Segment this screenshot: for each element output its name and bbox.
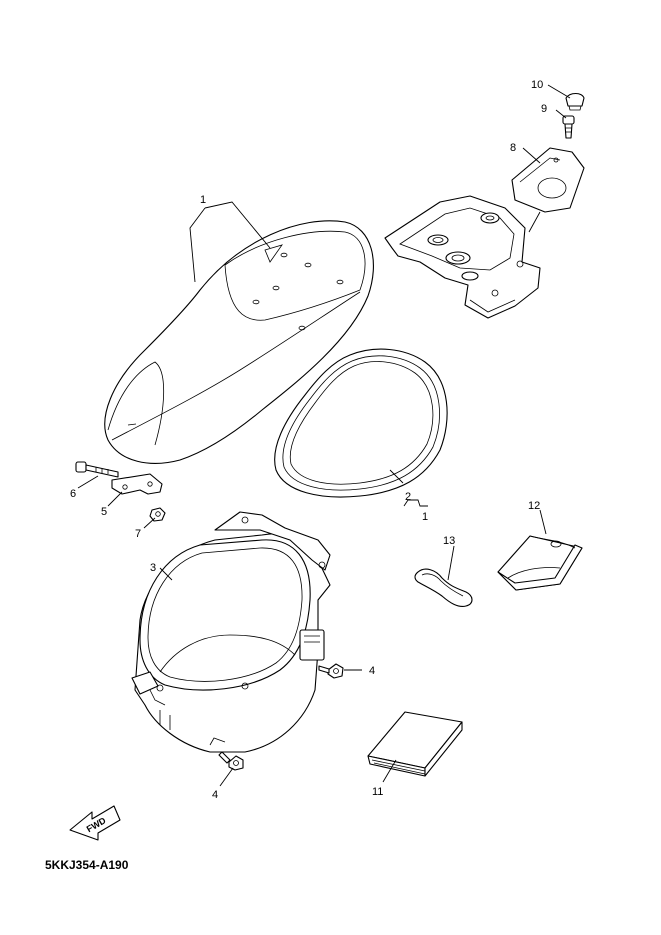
rear-carrier-part[interactable] xyxy=(384,195,541,319)
callout-3: 3 xyxy=(150,562,156,574)
callout-10: 10 xyxy=(531,79,543,91)
screw-lower-part[interactable] xyxy=(218,751,244,771)
carrier-plate-part[interactable] xyxy=(511,147,585,213)
callout-9: 9 xyxy=(541,103,547,115)
document-pouch-part[interactable] xyxy=(497,535,583,591)
callout-8: 8 xyxy=(510,142,516,154)
seat-part[interactable] xyxy=(104,220,374,464)
callout-6: 6 xyxy=(70,488,76,500)
callout-4-lower: 4 xyxy=(212,789,218,801)
callout-2-sub: 1 xyxy=(422,511,428,523)
gasket-part[interactable] xyxy=(274,348,448,498)
diagram-code: 5KKJ354-A190 xyxy=(45,858,129,872)
carrier-bolt-part[interactable] xyxy=(562,115,575,139)
carrier-guide-line xyxy=(528,211,541,233)
callout-labels: 1 2 1 3 4 4 5 6 7 8 9 10 11 12 13 xyxy=(70,79,547,801)
rubber-band-part[interactable] xyxy=(414,568,473,607)
callout-4-upper: 4 xyxy=(369,665,375,677)
screw-upper-part[interactable] xyxy=(318,663,344,679)
owners-manual-part[interactable] xyxy=(367,711,463,777)
forward-direction-arrow: FWD xyxy=(69,805,121,841)
hinge-bolt-part[interactable] xyxy=(75,461,119,478)
callout-7: 7 xyxy=(135,528,141,540)
hinge-nut-part[interactable] xyxy=(149,507,166,522)
seat-hinge-part[interactable] xyxy=(111,473,163,495)
callout-13: 13 xyxy=(443,535,455,547)
callout-11: 11 xyxy=(372,786,383,798)
callout-5: 5 xyxy=(101,506,107,518)
carrier-cap-part[interactable] xyxy=(565,92,585,111)
callout-1: 1 xyxy=(200,194,206,206)
callout-2: 2 xyxy=(405,491,411,503)
luggage-box-part[interactable] xyxy=(131,511,331,753)
callout-12: 12 xyxy=(528,500,540,512)
leader-lines xyxy=(77,84,571,787)
